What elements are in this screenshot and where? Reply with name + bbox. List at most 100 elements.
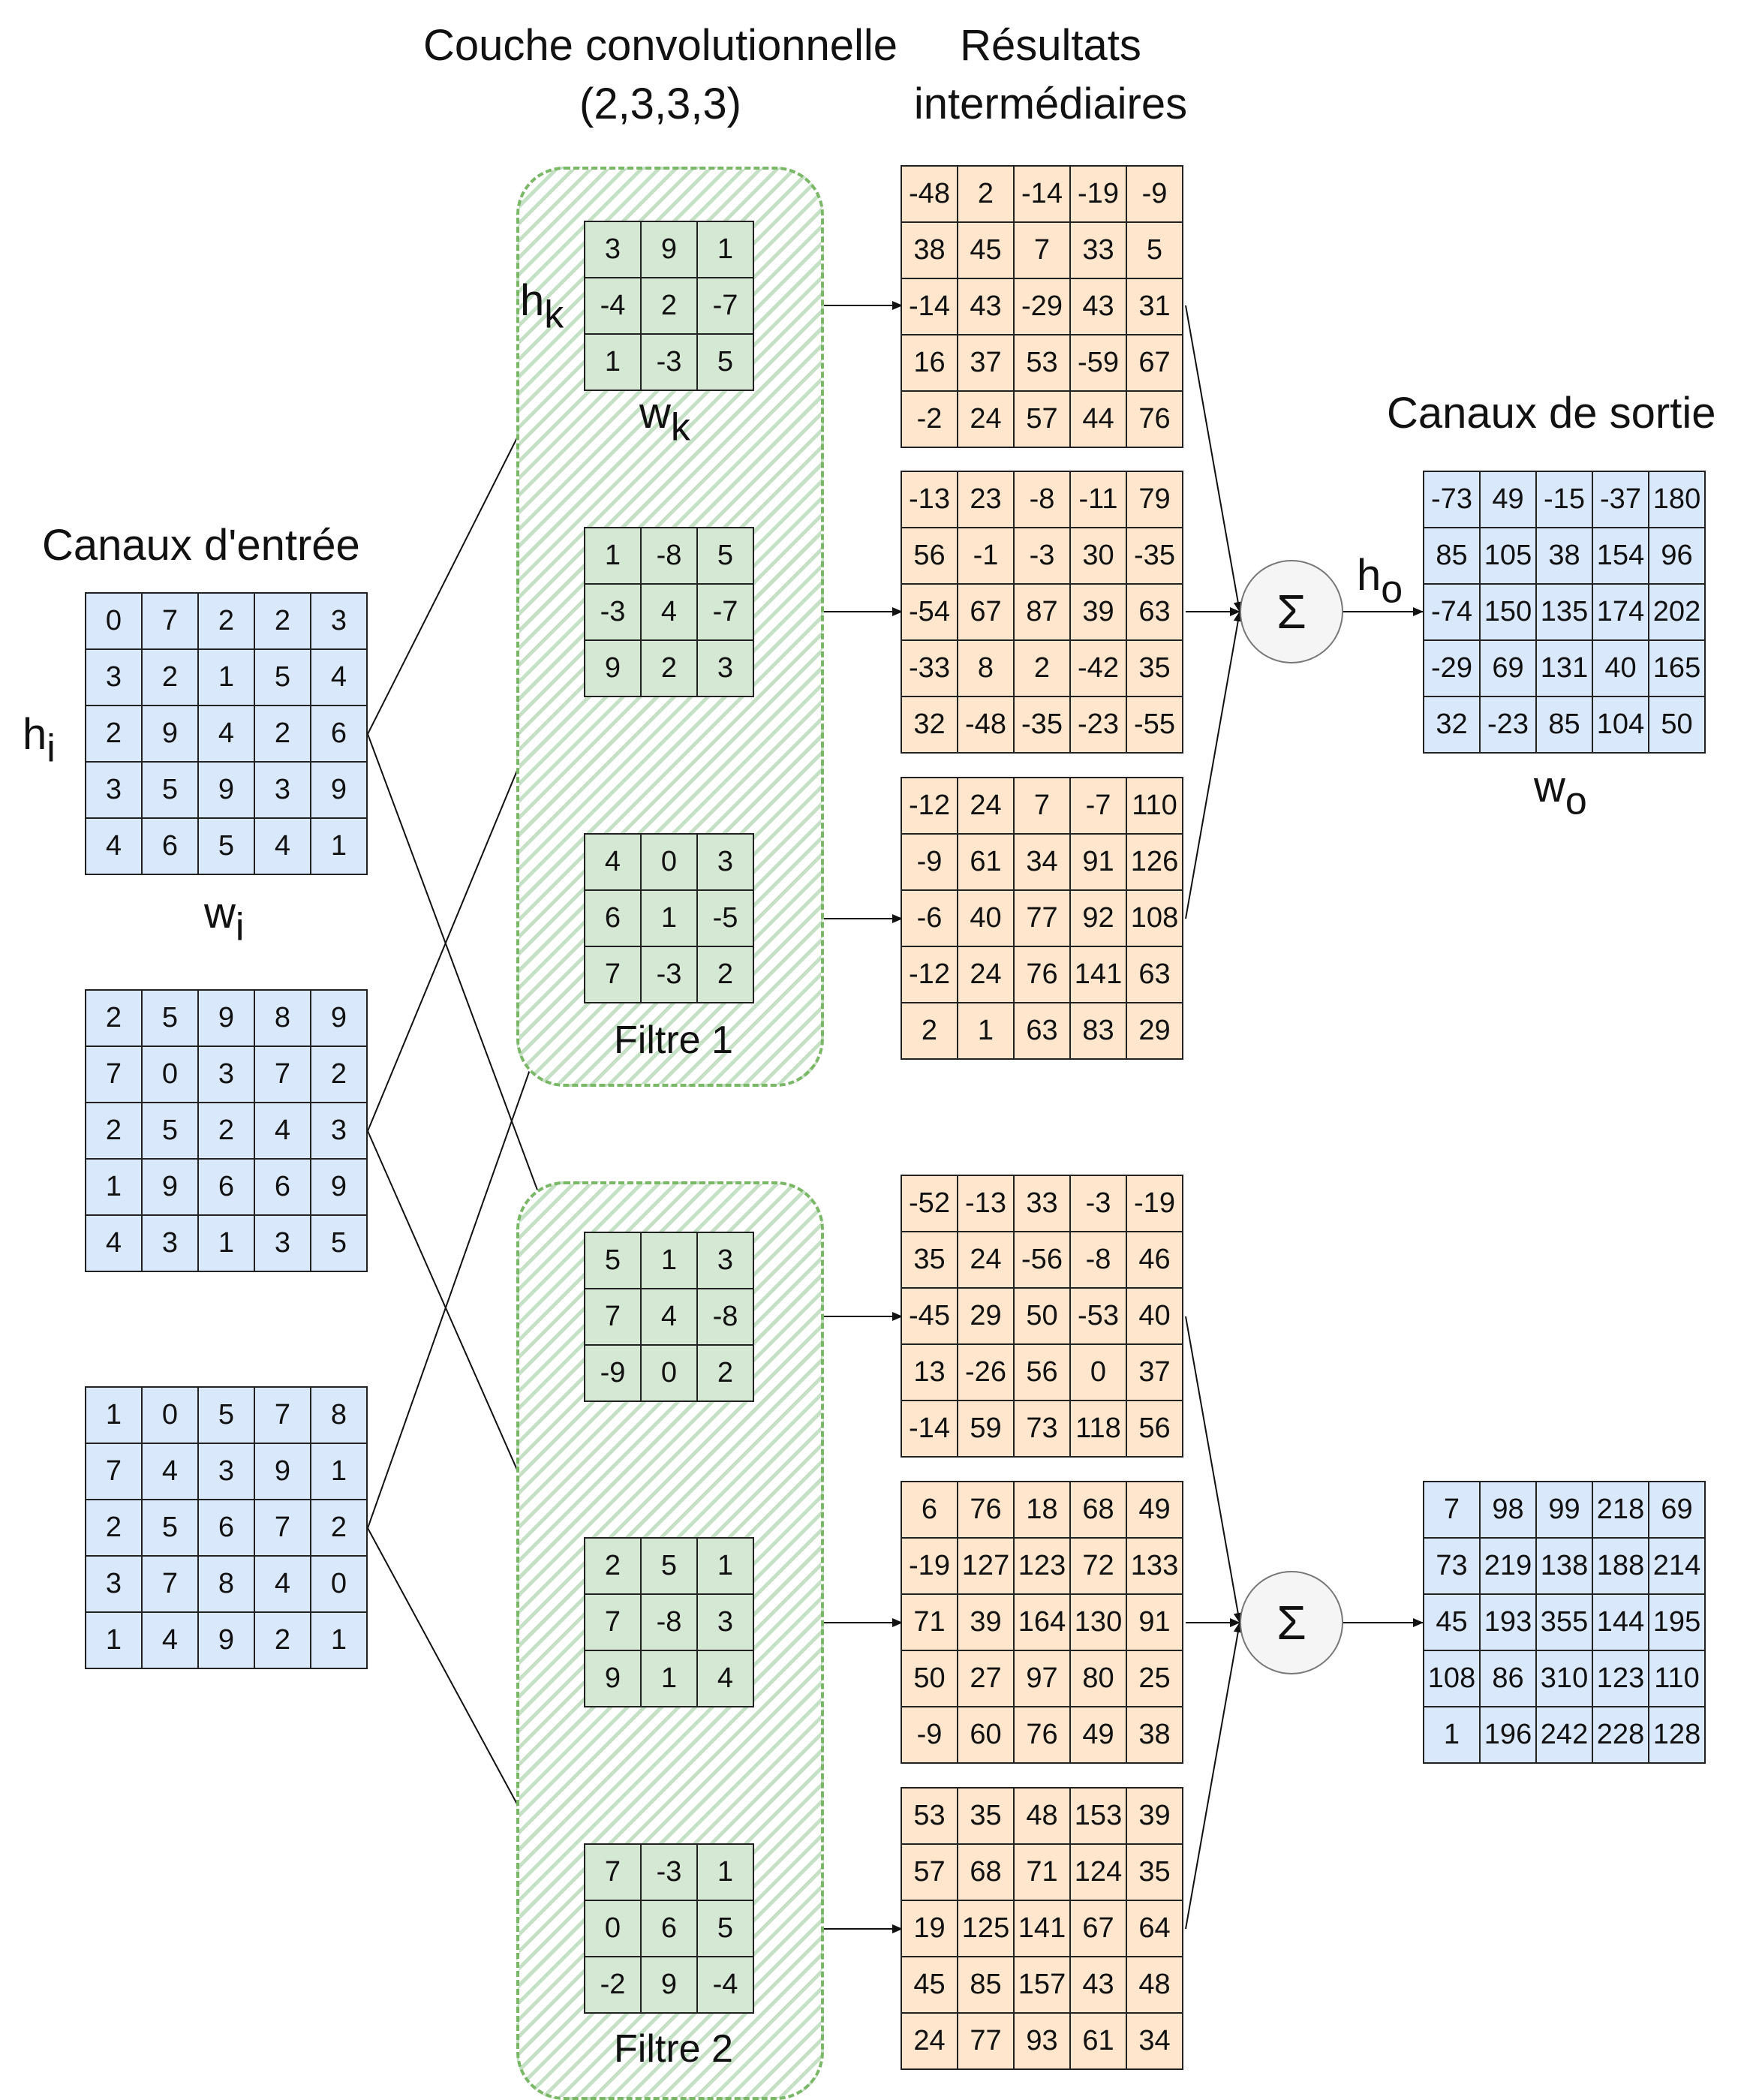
grid-cell: 18: [1015, 1482, 1071, 1539]
grid-cell: 13: [902, 1345, 958, 1401]
grid-cell: 30: [1071, 528, 1127, 585]
grid-cell: 91: [1127, 1595, 1183, 1651]
grid-cell: 9: [311, 1160, 368, 1216]
kernel-width-label: wk: [639, 389, 690, 450]
grid-cell: 5: [585, 1233, 642, 1289]
grid-cell: 35: [1127, 1845, 1183, 1901]
grid-cell: -8: [698, 1289, 754, 1346]
grid-cell: -14: [902, 279, 958, 335]
grid-cell: 5: [143, 1500, 199, 1557]
grid-cell: -9: [1127, 167, 1183, 223]
grid-cell: -2: [902, 392, 958, 448]
grid-cell: 24: [958, 778, 1015, 835]
grid-cell: 4: [86, 819, 143, 875]
grid-cell: 1: [199, 650, 255, 706]
grid-cell: 3: [255, 763, 311, 819]
grid-cell: 39: [1127, 1789, 1183, 1845]
grid-cell: 33: [1071, 223, 1127, 279]
grid-cell: 56: [1127, 1401, 1183, 1458]
grid-cell: 7: [585, 1595, 642, 1651]
grid-cell: 7: [143, 594, 199, 650]
grid-cell: 174: [1593, 585, 1649, 641]
grid-cell: 7: [86, 1047, 143, 1103]
grid-cell: 135: [1537, 585, 1593, 641]
grid-cell: 38: [1537, 528, 1593, 585]
grid-cell: 1: [585, 528, 642, 585]
grid-cell: 56: [902, 528, 958, 585]
grid-cell: 60: [958, 1707, 1015, 1764]
grid-cell: 3: [86, 1557, 143, 1613]
grid-cell: 40: [958, 891, 1015, 947]
grid-cell: -4: [585, 278, 642, 335]
grid-cell: -45: [902, 1289, 958, 1345]
grid-cell: 93: [1015, 2014, 1071, 2070]
grid-cell: -42: [1071, 641, 1127, 697]
grid-cell: 7: [585, 947, 642, 1003]
grid-cell: -8: [1015, 472, 1071, 528]
grid-cell: 5: [698, 1901, 754, 1957]
grid-cell: 68: [1071, 1482, 1127, 1539]
grid-cell: -13: [902, 472, 958, 528]
grid-cell: 69: [1481, 641, 1537, 697]
grid-cell: 29: [958, 1289, 1015, 1345]
grid-cell: 141: [1071, 947, 1127, 1003]
grid-cell: -59: [1071, 335, 1127, 392]
grid-cell: 77: [1015, 891, 1071, 947]
grid-cell: 153: [1071, 1789, 1127, 1845]
grid-cell: 4: [255, 1103, 311, 1160]
input-channels-title: Canaux d'entrée: [42, 521, 360, 570]
grid-cell: 9: [199, 1613, 255, 1669]
grid-cell: 2: [642, 278, 698, 335]
grid-cell: 9: [642, 222, 698, 278]
grid-cell: 4: [698, 1651, 754, 1707]
grid-cell: 49: [1127, 1482, 1183, 1539]
grid-cell: 4: [199, 706, 255, 763]
grid-cell: 24: [902, 2014, 958, 2070]
grid-cell: 242: [1537, 1707, 1593, 1764]
grid-cell: 92: [1071, 891, 1127, 947]
grid-cell: -7: [1071, 778, 1127, 835]
grid-cell: -29: [1424, 641, 1481, 697]
grid-cell: 57: [902, 1845, 958, 1901]
grid-cell: 63: [1127, 947, 1183, 1003]
grid-cell: -9: [902, 835, 958, 891]
grid-cell: 7: [143, 1557, 199, 1613]
grid-cell: 4: [642, 1289, 698, 1346]
grid-cell: 150: [1481, 585, 1537, 641]
grid-cell: -9: [585, 1346, 642, 1402]
grid-cell: 98: [1481, 1482, 1537, 1539]
grid-cell: 7: [585, 1845, 642, 1901]
grid-cell: 7: [585, 1289, 642, 1346]
grid-cell: 2: [1015, 641, 1071, 697]
grid-cell: 127: [958, 1539, 1015, 1595]
grid-cell: 3: [311, 594, 368, 650]
grid-cell: -7: [698, 278, 754, 335]
grid-cell: -48: [902, 167, 958, 223]
grid-cell: 64: [1127, 1901, 1183, 1957]
grid-cell: -3: [642, 1845, 698, 1901]
grid-cell: 133: [1127, 1539, 1183, 1595]
grid-cell: 3: [698, 641, 754, 697]
grid-cell: 0: [642, 835, 698, 891]
grid-cell: 8: [255, 991, 311, 1047]
grid-cell: 2: [311, 1500, 368, 1557]
grid-cell: 1: [698, 222, 754, 278]
grid-cell: 49: [1481, 472, 1537, 528]
grid-cell: 24: [958, 1232, 1015, 1289]
arrow-r1-sum1: [1185, 305, 1243, 612]
grid-cell: 7: [1015, 778, 1071, 835]
grid-cell: 9: [255, 1444, 311, 1500]
grid-cell: 4: [86, 1216, 143, 1272]
grid-cell: -33: [902, 641, 958, 697]
grid-cell: 104: [1593, 697, 1649, 754]
grid-cell: 69: [1649, 1482, 1706, 1539]
grid-cell: 83: [1071, 1003, 1127, 1060]
grid-cell: 165: [1649, 641, 1706, 697]
arrow-r4-sum2: [1185, 1316, 1243, 1623]
grid-cell: -8: [642, 528, 698, 585]
grid-cell: 7: [1424, 1482, 1481, 1539]
